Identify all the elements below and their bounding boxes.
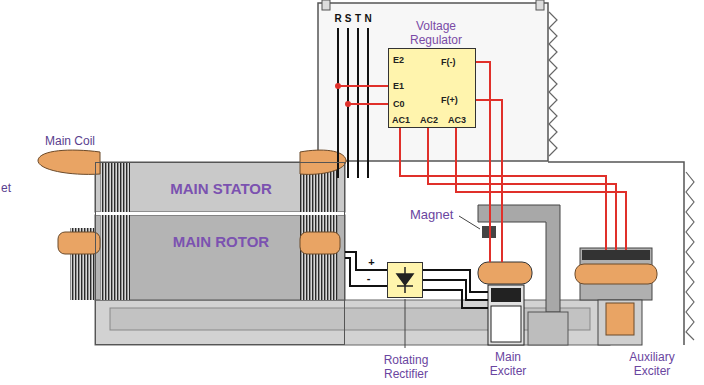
pin-label: F(-) <box>441 57 456 67</box>
part-label: Rotating Rectifier <box>371 353 441 381</box>
main-exciter <box>528 312 568 345</box>
shaft <box>95 300 610 345</box>
terminal-box <box>318 0 557 161</box>
pin-label: AC2 <box>420 115 438 125</box>
main-exciter <box>478 262 532 284</box>
pin-label: E2 <box>393 55 404 65</box>
auxiliary-exciter <box>606 303 634 335</box>
wire-junction <box>335 83 351 107</box>
regulator-wires <box>476 62 490 262</box>
terminal-box <box>549 12 557 156</box>
pin-label: F(+) <box>441 95 458 105</box>
auxiliary-exciter <box>575 248 657 345</box>
auxiliary-exciter <box>582 250 650 260</box>
regulator-wires <box>456 128 626 250</box>
auxiliary-exciter <box>598 300 642 345</box>
wire-junction <box>345 101 351 107</box>
main-exciter <box>488 285 524 345</box>
diode-symbol <box>397 285 413 287</box>
terminal-name: N <box>363 13 373 25</box>
part-label: MAIN ROTOR <box>131 233 311 250</box>
auxiliary-exciter <box>575 264 657 284</box>
heading-label: Voltage Regulator <box>401 19 471 47</box>
main-machine <box>95 212 345 215</box>
terminal-box <box>322 0 330 10</box>
main-machine <box>300 162 338 300</box>
part-label: Auxiliary Exciter <box>612 350 692 378</box>
diode-symbol <box>388 263 422 297</box>
voltage-regulator-box: Voltage RegulatorE2E1C0F(-)F(+)AC1AC2AC3 <box>388 48 476 128</box>
polarity-label: - <box>366 272 372 284</box>
terminal-box <box>536 0 544 10</box>
main-machine-body: MAIN STATOR MAIN ROTOR <box>95 162 345 345</box>
polarity-label: + <box>367 256 375 268</box>
shaft <box>95 300 610 345</box>
leader-line <box>405 299 406 348</box>
terminal-name: R <box>333 13 343 25</box>
part-label: MAIN STATOR <box>131 180 311 197</box>
leader-line <box>459 216 480 229</box>
rectifier-wires <box>423 290 488 308</box>
rectifier-wires <box>423 270 488 308</box>
main-coil <box>58 232 100 254</box>
terminal-box <box>318 3 548 161</box>
part-label: Magnet <box>410 208 453 222</box>
regulator-wires <box>476 100 502 262</box>
exciter-housing <box>686 172 694 340</box>
main-coil <box>38 150 346 254</box>
part-label: Main Coil <box>45 134 95 148</box>
main-exciter <box>478 205 568 345</box>
main-coil <box>300 232 340 254</box>
part-label: et <box>1 181 11 195</box>
main-machine <box>70 162 345 300</box>
regulator-wires <box>338 62 626 262</box>
regulator-wires <box>400 128 606 250</box>
terminal-name: S <box>343 13 353 25</box>
main-coil <box>38 150 100 174</box>
rectifier-lead <box>345 252 387 270</box>
pin-label: E1 <box>393 81 404 91</box>
output-wires <box>337 28 339 178</box>
pin-label: AC3 <box>448 115 466 125</box>
wire-junction <box>335 83 341 89</box>
regulator-wires <box>348 103 388 105</box>
main-machine <box>100 162 130 300</box>
rotating-rectifier-box: Rotating Rectifier <box>387 262 423 298</box>
main-exciter <box>491 306 521 342</box>
diode-symbol <box>397 267 413 293</box>
pin-label: AC1 <box>392 115 410 125</box>
part-label: Main Exciter <box>478 350 538 378</box>
pin-label: C0 <box>393 99 405 109</box>
regulator-wires <box>338 85 388 87</box>
rectifier-lead <box>345 258 387 286</box>
diode-symbol <box>397 274 413 285</box>
terminal-name: T <box>353 13 363 25</box>
main-exciter <box>491 288 521 302</box>
